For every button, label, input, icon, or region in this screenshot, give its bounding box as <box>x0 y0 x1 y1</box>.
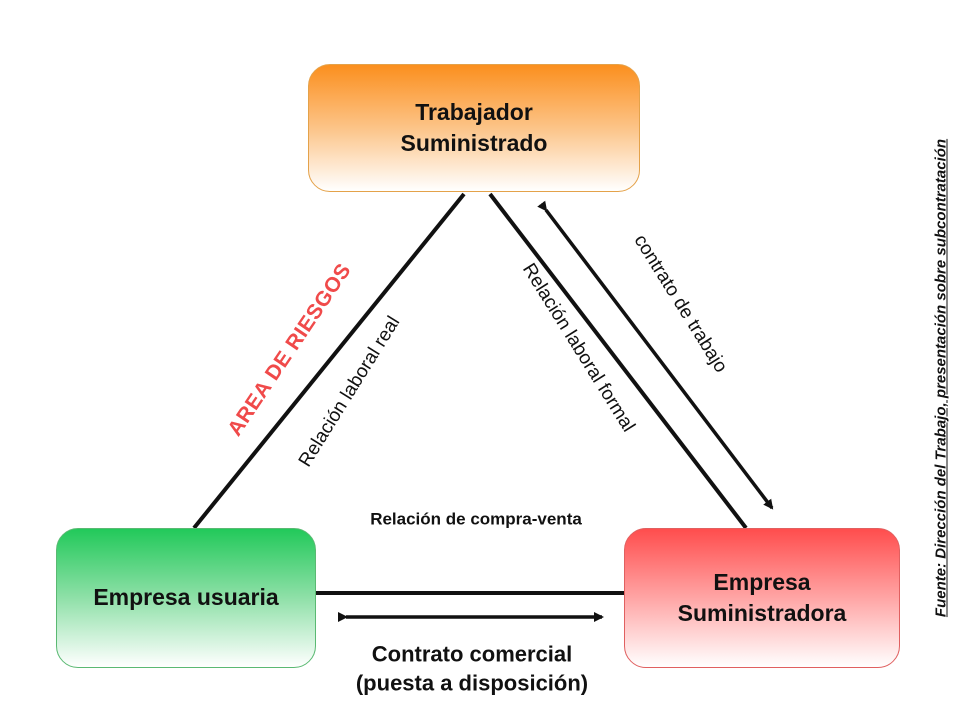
source-note: Fuente: Dirección del Trabajo, presentac… <box>932 138 950 618</box>
contrato-trabajo-arrow <box>537 200 774 510</box>
node-right-line1: Empresa <box>713 568 811 595</box>
contrato-comercial-line1: Contrato comercial <box>371 641 573 667</box>
contrato-comercial-line2: (puesta a disposición) <box>355 670 589 695</box>
edge-real-line <box>192 192 466 530</box>
node-right-line2: Suministradora <box>677 600 847 626</box>
node-empresa-suministradora: Empresa Suministradora <box>624 528 900 668</box>
node-top-line1: Trabajador <box>415 98 533 125</box>
compra-venta-label: Relación de compra-venta <box>370 509 582 529</box>
node-empresa-usuaria: Empresa usuaria <box>56 528 316 668</box>
node-trabajador-suministrado: Trabajador Suministrado <box>308 64 640 192</box>
node-left-line1: Empresa usuaria <box>93 584 279 611</box>
contrato-comercial-label: Contrato comercial (puesta a disposición… <box>312 640 632 697</box>
node-top-line2: Suministrado <box>400 130 548 156</box>
